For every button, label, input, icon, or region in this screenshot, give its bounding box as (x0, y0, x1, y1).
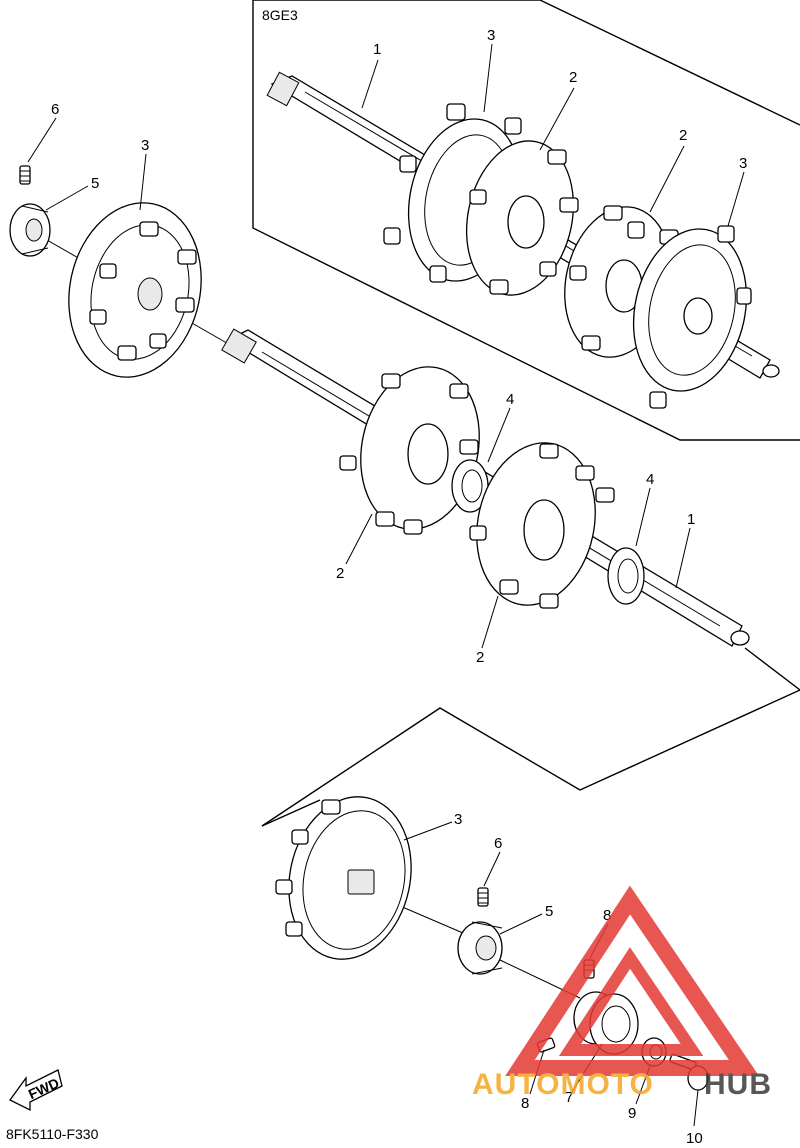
fwd-label: FWD (26, 1075, 62, 1103)
collar-left (9, 203, 51, 257)
callout-6: 6 (494, 835, 502, 852)
watermark-text-right: HUB (704, 1068, 772, 1101)
watermark-logo-icon (505, 885, 760, 1076)
sprocket-large-variant-right (627, 221, 752, 409)
main-shaft-assembly: 4 4 1 2 2 (221, 328, 800, 827)
callout-3: 3 (739, 155, 747, 172)
callout-10: 10 (686, 1130, 703, 1147)
variant-label: 8GE3 (262, 7, 298, 23)
collar-bottom (457, 921, 503, 975)
set-screw-bottom (477, 887, 489, 907)
spacer-ring-main-right (607, 547, 645, 605)
callout-4: 4 (506, 391, 514, 408)
callouts-main: 4 4 1 2 2 (336, 391, 695, 666)
callouts-left: 6 3 5 (27, 101, 149, 211)
callout-7: 7 (565, 1089, 573, 1106)
left-group: 6 3 5 (9, 101, 233, 378)
sprocket-large-bottom (275, 796, 412, 960)
callout-1: 1 (687, 511, 695, 528)
callout-1: 1 (373, 41, 381, 58)
set-screw-left (19, 165, 31, 185)
callout-2: 2 (476, 649, 484, 666)
callout-3: 3 (454, 811, 462, 828)
fwd-arrow-icon: FWD (9, 1069, 63, 1112)
callout-9: 9 (628, 1105, 636, 1122)
callouts-bottom: 3 6 5 8 8 7 9 10 (403, 811, 703, 1147)
callout-8: 8 (603, 907, 611, 924)
callout-3: 3 (141, 137, 149, 154)
callout-5: 5 (545, 903, 553, 920)
callout-4: 4 (646, 471, 654, 488)
sprocket-small-main-right (469, 442, 615, 609)
callouts-variant: 1 3 2 2 3 (361, 27, 747, 227)
callout-2: 2 (336, 565, 344, 582)
watermark-text-left: AUTOMOTO (472, 1068, 654, 1101)
callout-5: 5 (91, 175, 99, 192)
callout-8: 8 (521, 1095, 529, 1112)
callout-3: 3 (487, 27, 495, 44)
sprocket-large-left (68, 202, 202, 378)
callout-2: 2 (679, 127, 687, 144)
callout-6: 6 (51, 101, 59, 118)
watermark: AUTOMOTO HUB (472, 885, 772, 1101)
sprocket-small-variant-left (465, 140, 579, 296)
diagram-code: 8FK5110-F330 (6, 1126, 99, 1142)
callout-2: 2 (569, 69, 577, 86)
variant-box-8ge3: 8GE3 (252, 0, 800, 441)
sprocket-small-main-left (339, 366, 480, 535)
